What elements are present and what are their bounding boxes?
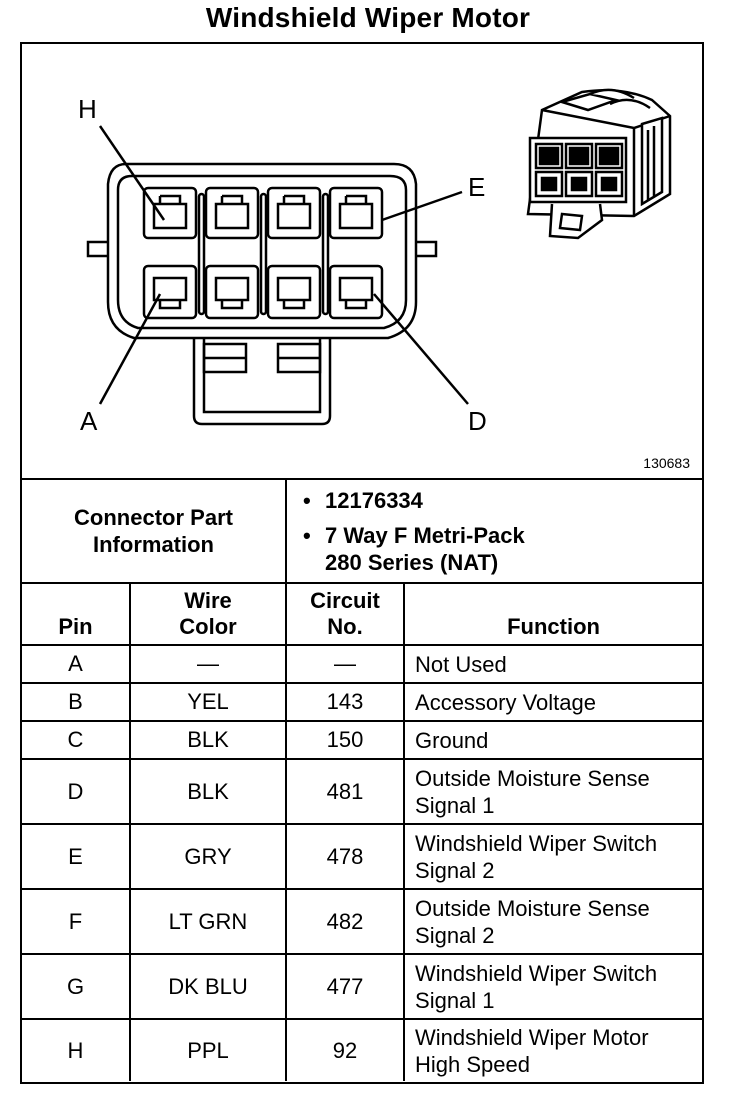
cell-circuit: 478 (285, 823, 406, 890)
figure-number: 130683 (643, 455, 690, 471)
cell-circuit: 481 (285, 758, 406, 825)
connector-type: 7 Way F Metri-Pack (303, 522, 692, 549)
pin-label-e: E (468, 172, 485, 202)
leader-h (98, 125, 166, 221)
table-row: C BLK 150 Ground (22, 720, 703, 760)
cell-circuit: 92 (285, 1018, 406, 1081)
cell-circuit: 143 (285, 682, 406, 722)
connector-sheet: H E A D (20, 42, 704, 1084)
cell-circuit: 477 (285, 953, 406, 1020)
cavity-h (142, 186, 198, 240)
cavity-f (266, 186, 322, 240)
connector-info-label: Connector Part Information (22, 478, 288, 584)
connector-series: 280 Series (NAT) (325, 549, 499, 575)
left-tab (86, 240, 112, 258)
table-row: B YEL 143 Accessory Voltage (22, 682, 703, 722)
connector-face-drawing: H E A D (78, 88, 690, 471)
pin-label-a: A (80, 406, 98, 436)
cell-wire-color: BLK (128, 720, 288, 760)
cell-function: Ground (403, 720, 703, 760)
cell-function: Outside Moisture Sense Signal 2 (403, 888, 703, 955)
cell-circuit: 482 (285, 888, 406, 955)
cell-wire-color: GRY (128, 823, 288, 890)
pin-label-h: H (78, 94, 97, 124)
cell-function: Accessory Voltage (403, 682, 703, 722)
cavity-g (204, 186, 260, 240)
cavity-b (204, 264, 260, 320)
connector-diagram: H E A D (22, 44, 702, 478)
table-row: D BLK 481 Outside Moisture Sense Signal … (22, 758, 703, 825)
cell-function: Not Used (403, 644, 703, 684)
connector-table: Connector Part Information 12176334 7 Wa… (22, 478, 703, 1081)
cell-pin: B (22, 682, 131, 722)
header-circuit-no: Circuit No. (285, 582, 406, 646)
table-row: A — — Not Used (22, 644, 703, 684)
table-row: E GRY 478 Windshield Wiper Switch Signal… (22, 823, 703, 890)
cell-pin: F (22, 888, 131, 955)
right-tab (412, 240, 438, 258)
table-row: H PPL 92 Windshield Wiper Motor High Spe… (22, 1018, 703, 1081)
cell-function: Windshield Wiper Motor High Speed (403, 1018, 703, 1081)
cell-function: Windshield Wiper Switch Signal 2 (403, 823, 703, 890)
header-pin: Pin (22, 582, 131, 646)
cell-pin: C (22, 720, 131, 760)
cell-function: Outside Moisture Sense Signal 1 (403, 758, 703, 825)
leader-d (373, 293, 469, 405)
leader-e (381, 190, 463, 222)
cell-pin: E (22, 823, 131, 890)
connector-latch (192, 338, 332, 426)
table-row: F LT GRN 482 Outside Moisture Sense Sign… (22, 888, 703, 955)
header-wire-color: Wire Color (128, 582, 288, 646)
cell-wire-color: DK BLU (128, 953, 288, 1020)
cell-pin: D (22, 758, 131, 825)
cell-pin: G (22, 953, 131, 1020)
cell-wire-color: YEL (128, 682, 288, 722)
cell-wire-color: BLK (128, 758, 288, 825)
cavity-e (328, 186, 384, 240)
cell-function: Windshield Wiper Switch Signal 1 (403, 953, 703, 1020)
pin-label-d: D (468, 406, 487, 436)
cell-pin: A (22, 644, 131, 684)
cell-wire-color: — (128, 644, 288, 684)
header-function: Function (403, 582, 703, 646)
cavity-c (266, 264, 322, 320)
part-number: 12176334 (303, 487, 692, 514)
cell-circuit: — (285, 644, 406, 684)
cavity-d (328, 264, 384, 320)
cell-pin: H (22, 1018, 131, 1081)
cell-wire-color: LT GRN (128, 888, 288, 955)
table-header-row: Pin Wire Color Circuit No. Function (22, 582, 703, 646)
table-row: G DK BLU 477 Windshield Wiper Switch Sig… (22, 953, 703, 1020)
connector-iso-sketch (526, 88, 672, 240)
cell-circuit: 150 (285, 720, 406, 760)
connector-info-values: 12176334 7 Way F Metri-Pack 280 Series (… (285, 478, 703, 584)
cell-wire-color: PPL (128, 1018, 288, 1081)
connector-info-row: Connector Part Information 12176334 7 Wa… (22, 478, 703, 584)
leader-a (98, 293, 162, 405)
page-title: Windshield Wiper Motor (205, 2, 531, 33)
connector-inner-housing (116, 174, 408, 330)
